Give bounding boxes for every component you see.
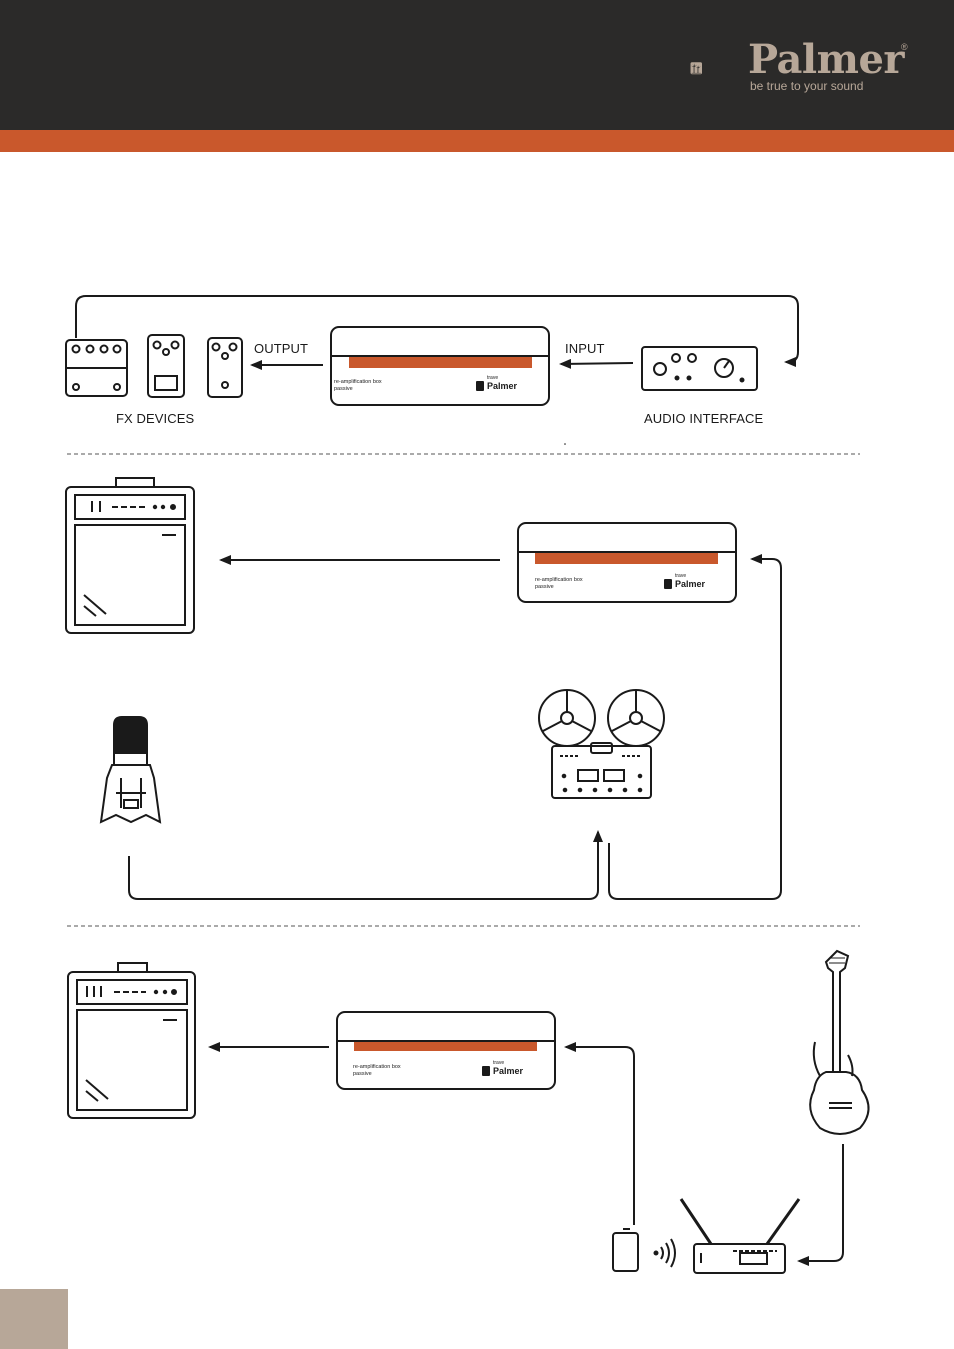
device-palm-icon — [476, 381, 484, 391]
guitar-amp-icon-2 — [67, 962, 196, 1119]
device-brand: Palmer — [675, 579, 706, 589]
reamp-box-3 — [336, 1011, 556, 1090]
device-type: passive — [353, 1071, 372, 1077]
guitar-to-receiver-cable — [797, 1144, 844, 1266]
device-type: passive — [334, 386, 353, 392]
registered-mark: ® — [901, 42, 908, 52]
fx-pedal-small-icon — [207, 337, 243, 398]
diagram-3 — [67, 949, 870, 1274]
wireless-signal-icon — [653, 1238, 676, 1268]
audio-interface-icon — [641, 346, 758, 391]
device-type: passive — [535, 584, 554, 590]
tape-to-reamp-cable — [608, 554, 782, 900]
audio-interface-label: AUDIO INTERFACE — [644, 411, 764, 426]
device-brand: Palmer — [487, 381, 518, 391]
fx-devices-label: FX DEVICES — [116, 411, 195, 426]
page-corner-tab — [0, 1289, 68, 1349]
device-brand: Palmer — [493, 1066, 524, 1076]
diagram-1 — [65, 295, 799, 406]
reamp-box-1 — [330, 326, 550, 406]
device-model: trave — [493, 1060, 505, 1066]
reamp-box-2 — [517, 522, 737, 603]
device-desc: re-amplification box — [334, 379, 382, 385]
page-header — [0, 0, 954, 130]
mark-dot — [564, 443, 566, 445]
input-label: INPUT — [565, 341, 605, 356]
device-text-2: re-amplification box passive trave Palme… — [535, 573, 735, 597]
device-model: trave — [675, 573, 687, 579]
guitar-amp-icon-1 — [65, 477, 195, 634]
transmitter-to-reamp-cable — [564, 1042, 635, 1225]
tape-machine-icon — [538, 689, 665, 799]
microphone-icon — [99, 716, 162, 824]
bass-guitar-icon — [809, 949, 870, 1135]
device-text-1: re-amplification box passive trave Palme… — [334, 375, 544, 399]
device-desc: re-amplification box — [353, 1064, 401, 1070]
device-palm-icon — [482, 1066, 490, 1076]
brand-tagline: be true to your sound — [750, 79, 864, 93]
device-model: trave — [487, 375, 499, 381]
brand-name: Palmer — [748, 36, 904, 83]
wireless-receiver-icon — [679, 1198, 801, 1274]
palm-tree-logo-icon — [690, 62, 702, 75]
device-palm-icon — [664, 579, 672, 589]
fx-pedal-medium-icon — [147, 334, 185, 398]
diagram-2 — [65, 477, 782, 900]
wireless-transmitter-icon — [612, 1228, 639, 1272]
device-text-3: re-amplification box passive trave Palme… — [353, 1060, 553, 1084]
fx-pedal-large-icon — [65, 339, 128, 397]
mic-to-tape-cable — [128, 830, 603, 900]
loop-cable — [75, 295, 799, 367]
input-arrow — [559, 358, 634, 369]
device-desc: re-amplification box — [535, 577, 583, 583]
output-label: OUTPUT — [254, 341, 309, 356]
accent-stripe — [0, 130, 954, 152]
